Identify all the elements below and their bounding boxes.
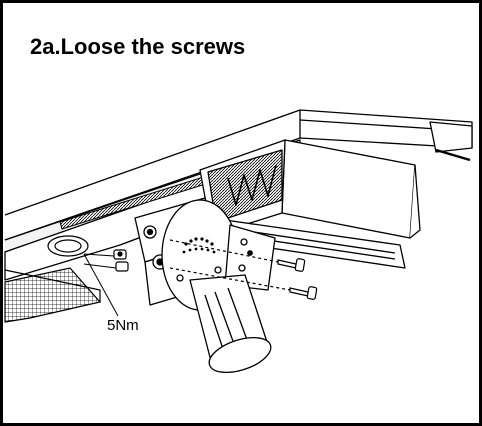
screw-upper-icon (277, 258, 306, 272)
screw-lower-icon (289, 286, 318, 300)
pole-arm (189, 274, 272, 374)
torque-label: 5Nm (107, 317, 139, 334)
step-title: 2a.Loose the screws (30, 34, 246, 59)
screw-block-icon (113, 249, 129, 272)
side-plate (224, 224, 276, 291)
torque-callout-lines (83, 253, 119, 317)
port-hole (47, 235, 89, 257)
loose-screws (113, 239, 318, 300)
mesh-panel (4, 267, 102, 323)
